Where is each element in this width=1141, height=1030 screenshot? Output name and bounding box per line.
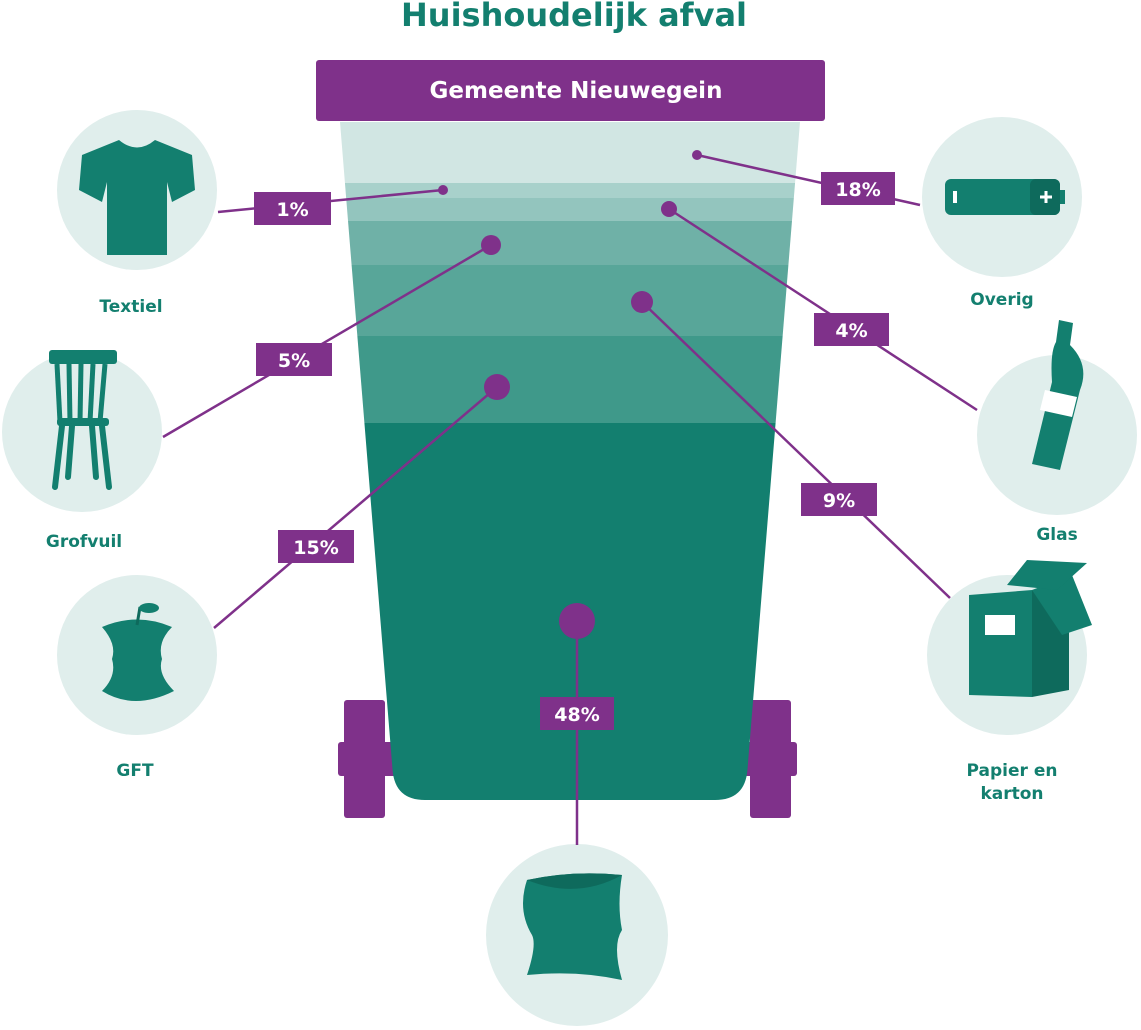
value-box — [254, 192, 331, 225]
chair-icon — [49, 350, 117, 490]
value-marker-4: 5% — [162, 235, 501, 439]
value-label: 48% — [554, 704, 599, 726]
value-box — [821, 172, 895, 205]
value-marker-6: 15% — [213, 374, 510, 629]
bin-layers — [340, 122, 800, 800]
bin-layer-5 — [357, 336, 783, 423]
value-marker-5: 9% — [631, 291, 951, 599]
value-marker-1: 18% — [692, 150, 921, 207]
bin-wheels — [338, 700, 797, 818]
category-label: GFT — [116, 761, 154, 781]
chart-title: Huishoudelijk afval — [401, 0, 747, 34]
category-label: Grofvuil — [46, 532, 122, 552]
trash-bag-icon — [523, 873, 622, 980]
bin-layer-4 — [351, 265, 789, 336]
value-dot — [559, 603, 595, 639]
category-label: Textiel — [99, 297, 162, 317]
apple-core-icon — [102, 603, 174, 701]
box-icon — [969, 560, 1092, 697]
leader-line — [641, 301, 951, 599]
value-box — [540, 697, 614, 730]
value-dot — [484, 374, 510, 400]
icon-circle — [2, 352, 162, 512]
bin-lid — [316, 60, 825, 121]
category-label: Overig — [970, 290, 1033, 310]
value-dot — [438, 185, 448, 195]
bottle-icon — [1032, 320, 1084, 470]
value-label: 15% — [293, 537, 338, 559]
value-marker-7: 48% — [540, 603, 614, 845]
value-box — [278, 530, 354, 563]
value-label: 4% — [835, 320, 867, 342]
bin-layer-2 — [346, 198, 794, 221]
value-box — [256, 343, 332, 376]
value-dot — [481, 235, 501, 255]
value-label: 18% — [835, 179, 880, 201]
category-label: Glas — [1036, 525, 1077, 545]
leader-line — [213, 386, 498, 629]
category-2: Textiel — [57, 110, 217, 317]
value-marker-3: 4% — [661, 201, 978, 412]
value-marker-2: 1% — [217, 185, 448, 225]
value-box — [814, 313, 889, 346]
battery-icon — [945, 179, 1065, 215]
category-1: Overig — [922, 117, 1082, 310]
value-box — [801, 483, 877, 516]
leader-line — [162, 243, 492, 439]
bin-layer-1 — [344, 183, 796, 198]
value-label: 1% — [276, 199, 308, 221]
category-7 — [486, 844, 668, 1026]
value-dot — [631, 291, 653, 313]
bin-layer-0 — [340, 122, 800, 183]
category-3: Glas — [977, 320, 1137, 545]
value-label: 5% — [278, 350, 310, 372]
bin-layer-3 — [348, 221, 792, 265]
value-label: 9% — [823, 490, 855, 512]
category-6: GFT — [57, 575, 217, 781]
value-dot — [692, 150, 702, 160]
value-dot — [661, 201, 677, 217]
category-4: Grofvuil — [2, 350, 162, 552]
leader-line — [668, 207, 978, 412]
chart-subtitle: Gemeente Nieuwegein — [430, 78, 723, 104]
tshirt-icon — [79, 140, 195, 255]
